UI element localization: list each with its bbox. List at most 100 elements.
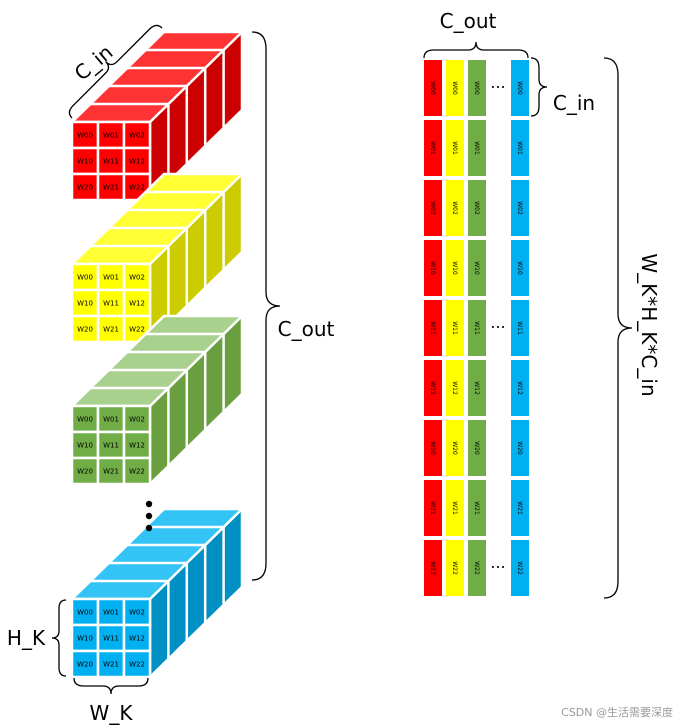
weight-strip	[511, 120, 529, 176]
kernel-cell	[96, 456, 126, 486]
c-in-label-right: C_in	[553, 91, 595, 115]
weight-strip	[424, 180, 442, 236]
weight-strip-label: W20	[429, 441, 436, 455]
column-ellipsis: ...	[490, 553, 505, 572]
weight-strip	[446, 360, 464, 416]
w-k-brace	[73, 677, 149, 695]
watermark: CSDN @生活需要深度	[561, 705, 673, 719]
weight-strip-label: W02	[473, 201, 480, 215]
ellipsis-dot	[145, 512, 153, 520]
kernel-cell-label: W02	[129, 132, 145, 140]
kernel-cell-label: W21	[103, 184, 119, 192]
c-out-label-right: C_out	[440, 9, 497, 33]
ellipsis-dot	[145, 524, 153, 532]
weight-strip	[468, 420, 486, 476]
weight-strip-label: W02	[516, 201, 523, 215]
kernel-cell-label: W12	[129, 158, 145, 166]
weight-strip-label: W10	[451, 261, 458, 275]
kernel-cell-label: W20	[77, 184, 93, 192]
weight-strip-label: W10	[429, 261, 436, 275]
weight-strip-label: W11	[429, 321, 436, 335]
kernel-cell-label: W12	[129, 442, 145, 450]
weight-strip-label: W21	[451, 501, 458, 515]
weight-strip	[511, 60, 529, 116]
weight-strip-label: W12	[516, 381, 523, 395]
weight-strip-label: W01	[429, 141, 436, 155]
ellipsis-dot	[145, 500, 153, 508]
weight-strip-label: W21	[429, 501, 436, 515]
c-out-label-left: C_out	[278, 317, 335, 341]
weight-strip-label: W01	[516, 141, 523, 155]
kernel-cell	[122, 623, 152, 653]
weight-strip	[424, 240, 442, 296]
kernel-cell-label: W11	[103, 158, 119, 166]
kernel-cell	[122, 456, 152, 486]
kernel-cell	[96, 649, 126, 679]
kernel-cell-label: W22	[129, 326, 145, 334]
kernel-cell-label: W10	[77, 635, 93, 643]
weight-strip-label: W00	[516, 81, 523, 95]
weight-strip	[468, 540, 486, 596]
weight-strip	[468, 60, 486, 116]
kernel-cell-label: W02	[129, 609, 145, 617]
kernel-cell-label: W12	[129, 300, 145, 308]
weight-strip	[446, 180, 464, 236]
kernel-cell-label: W00	[77, 274, 93, 282]
h-k-brace	[51, 599, 67, 677]
weight-strip-label: W22	[516, 561, 523, 575]
kernel-cell-label: W21	[103, 661, 119, 669]
weight-strip-label: W20	[473, 441, 480, 455]
kernel-cell	[122, 597, 152, 627]
kernel-cell	[122, 649, 152, 679]
weight-strip	[468, 480, 486, 536]
weight-strip-label: W22	[429, 561, 436, 575]
c-out-brace-right	[423, 41, 529, 59]
weight-strip-label: W21	[516, 501, 523, 515]
weight-strip	[424, 480, 442, 536]
kernel-cell-label: W22	[129, 468, 145, 476]
weight-strip	[424, 60, 442, 116]
weight-strip-label: W02	[429, 201, 436, 215]
kernel-cell-label: W00	[77, 609, 93, 617]
weight-strip-label: W00	[473, 81, 480, 95]
weight-strip	[468, 300, 486, 356]
kernel-cell-label: W10	[77, 158, 93, 166]
kernel-cell-label: W11	[103, 442, 119, 450]
weight-strip	[446, 540, 464, 596]
weight-strip-label: W12	[429, 381, 436, 395]
kernel-cell-label: W11	[103, 635, 119, 643]
kernel-cell-label: W02	[129, 274, 145, 282]
weight-strip	[511, 420, 529, 476]
weight-strip	[446, 60, 464, 116]
kernel-cell-label: W01	[103, 609, 119, 617]
weight-strip-label: W01	[451, 141, 458, 155]
weight-strip-label: W12	[451, 381, 458, 395]
weight-strip	[446, 240, 464, 296]
kernel-cell	[96, 172, 126, 202]
weight-strip-label: W11	[451, 321, 458, 335]
weight-strip-label: W11	[473, 321, 480, 335]
weight-strip	[424, 300, 442, 356]
weight-strip	[511, 360, 529, 416]
weight-strip-label: W10	[473, 261, 480, 275]
weight-strip-label: W11	[516, 321, 523, 335]
c-out-brace-left	[251, 31, 281, 581]
weight-strip	[424, 120, 442, 176]
w-k-label: W_K	[90, 701, 134, 725]
weight-strip	[468, 360, 486, 416]
weight-strip	[424, 420, 442, 476]
column-ellipsis: ...	[490, 73, 505, 92]
kernel-cell-label: W20	[77, 326, 93, 334]
braces	[51, 24, 633, 695]
weight-strip-label: W01	[473, 141, 480, 155]
kernel-cell-label: W10	[77, 300, 93, 308]
weight-strip-label: W20	[516, 441, 523, 455]
weight-strip-label: W22	[451, 561, 458, 575]
weight-strip	[468, 180, 486, 236]
kernel-cell-label: W20	[77, 468, 93, 476]
